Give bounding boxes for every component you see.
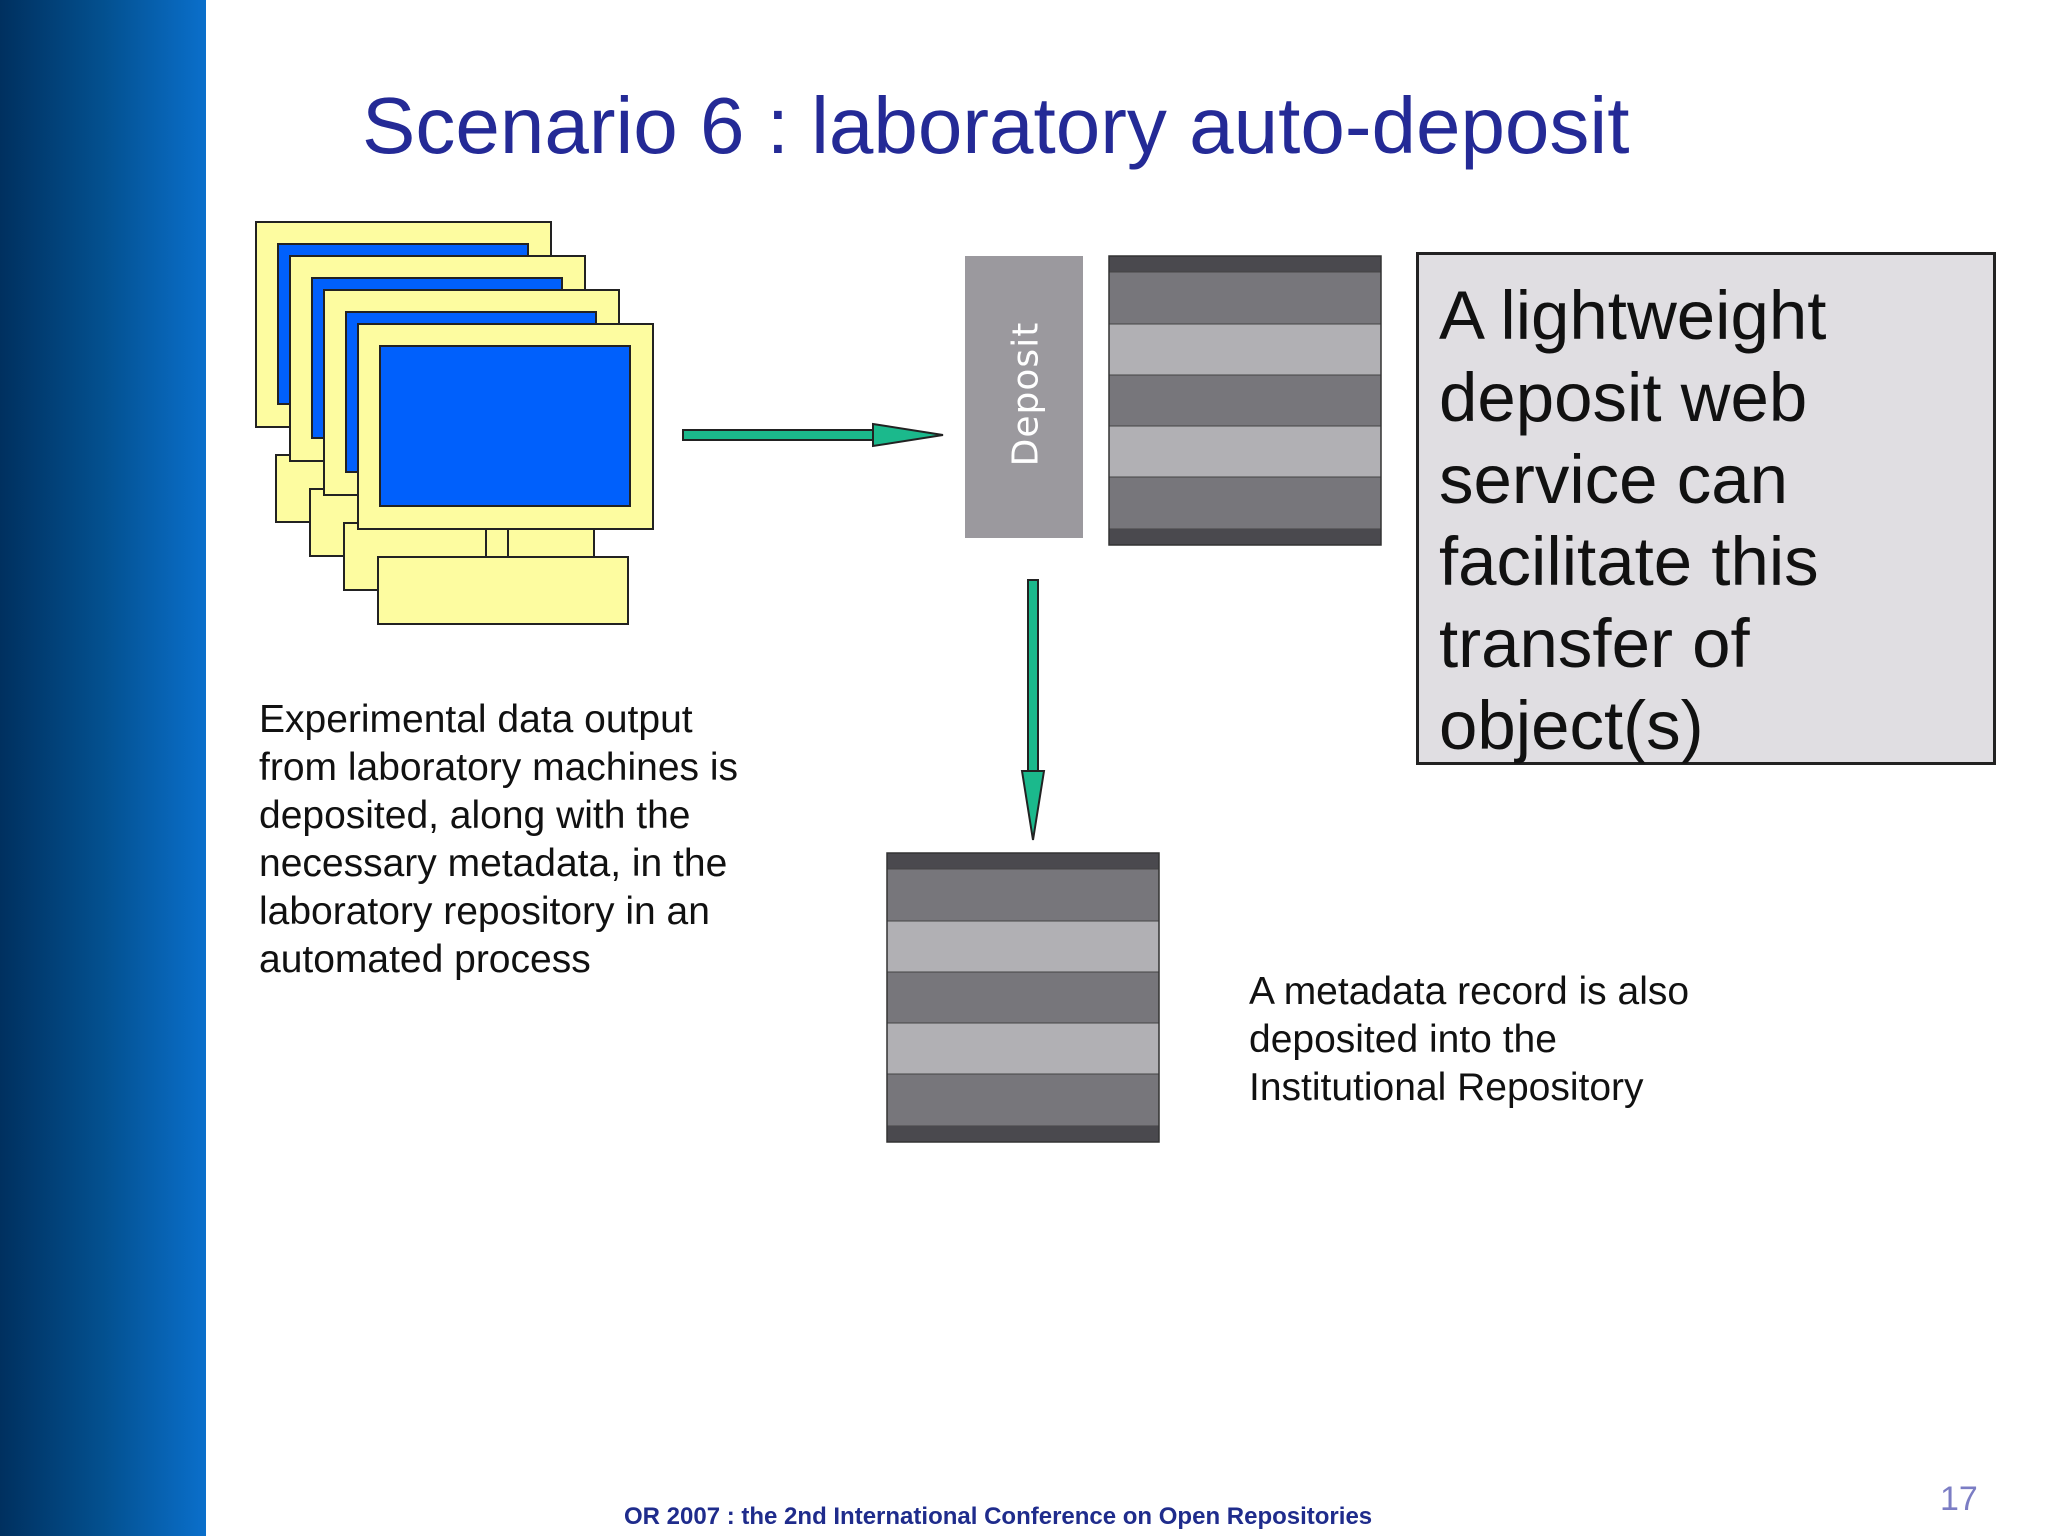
deposit-service-box bbox=[965, 256, 1083, 538]
computer-icon bbox=[357, 323, 654, 625]
arrow-right-icon bbox=[682, 422, 944, 448]
callout-text: A lightweight deposit web service can fa… bbox=[1439, 277, 1827, 764]
sidebar-gradient bbox=[0, 0, 206, 1536]
footer-text: OR 2007 : the 2nd International Conferen… bbox=[624, 1503, 1373, 1530]
institutional-repository-icon bbox=[886, 852, 1160, 1143]
deposit-label: Deposit bbox=[1005, 321, 1047, 467]
stack-of-computers-icon bbox=[255, 221, 654, 625]
slide-title: Scenario 6 : laboratory auto-deposit bbox=[362, 81, 1630, 170]
page-number: 17 bbox=[1940, 1480, 1978, 1518]
lab-repository-icon bbox=[1108, 255, 1382, 546]
arrow-down-icon bbox=[1020, 579, 1046, 841]
metadata-description: A metadata record is also deposited into… bbox=[1249, 970, 1690, 1109]
lab-description: Experimental data output from laboratory… bbox=[259, 698, 739, 981]
callout-box: A lightweight deposit web service can fa… bbox=[1416, 252, 1996, 765]
